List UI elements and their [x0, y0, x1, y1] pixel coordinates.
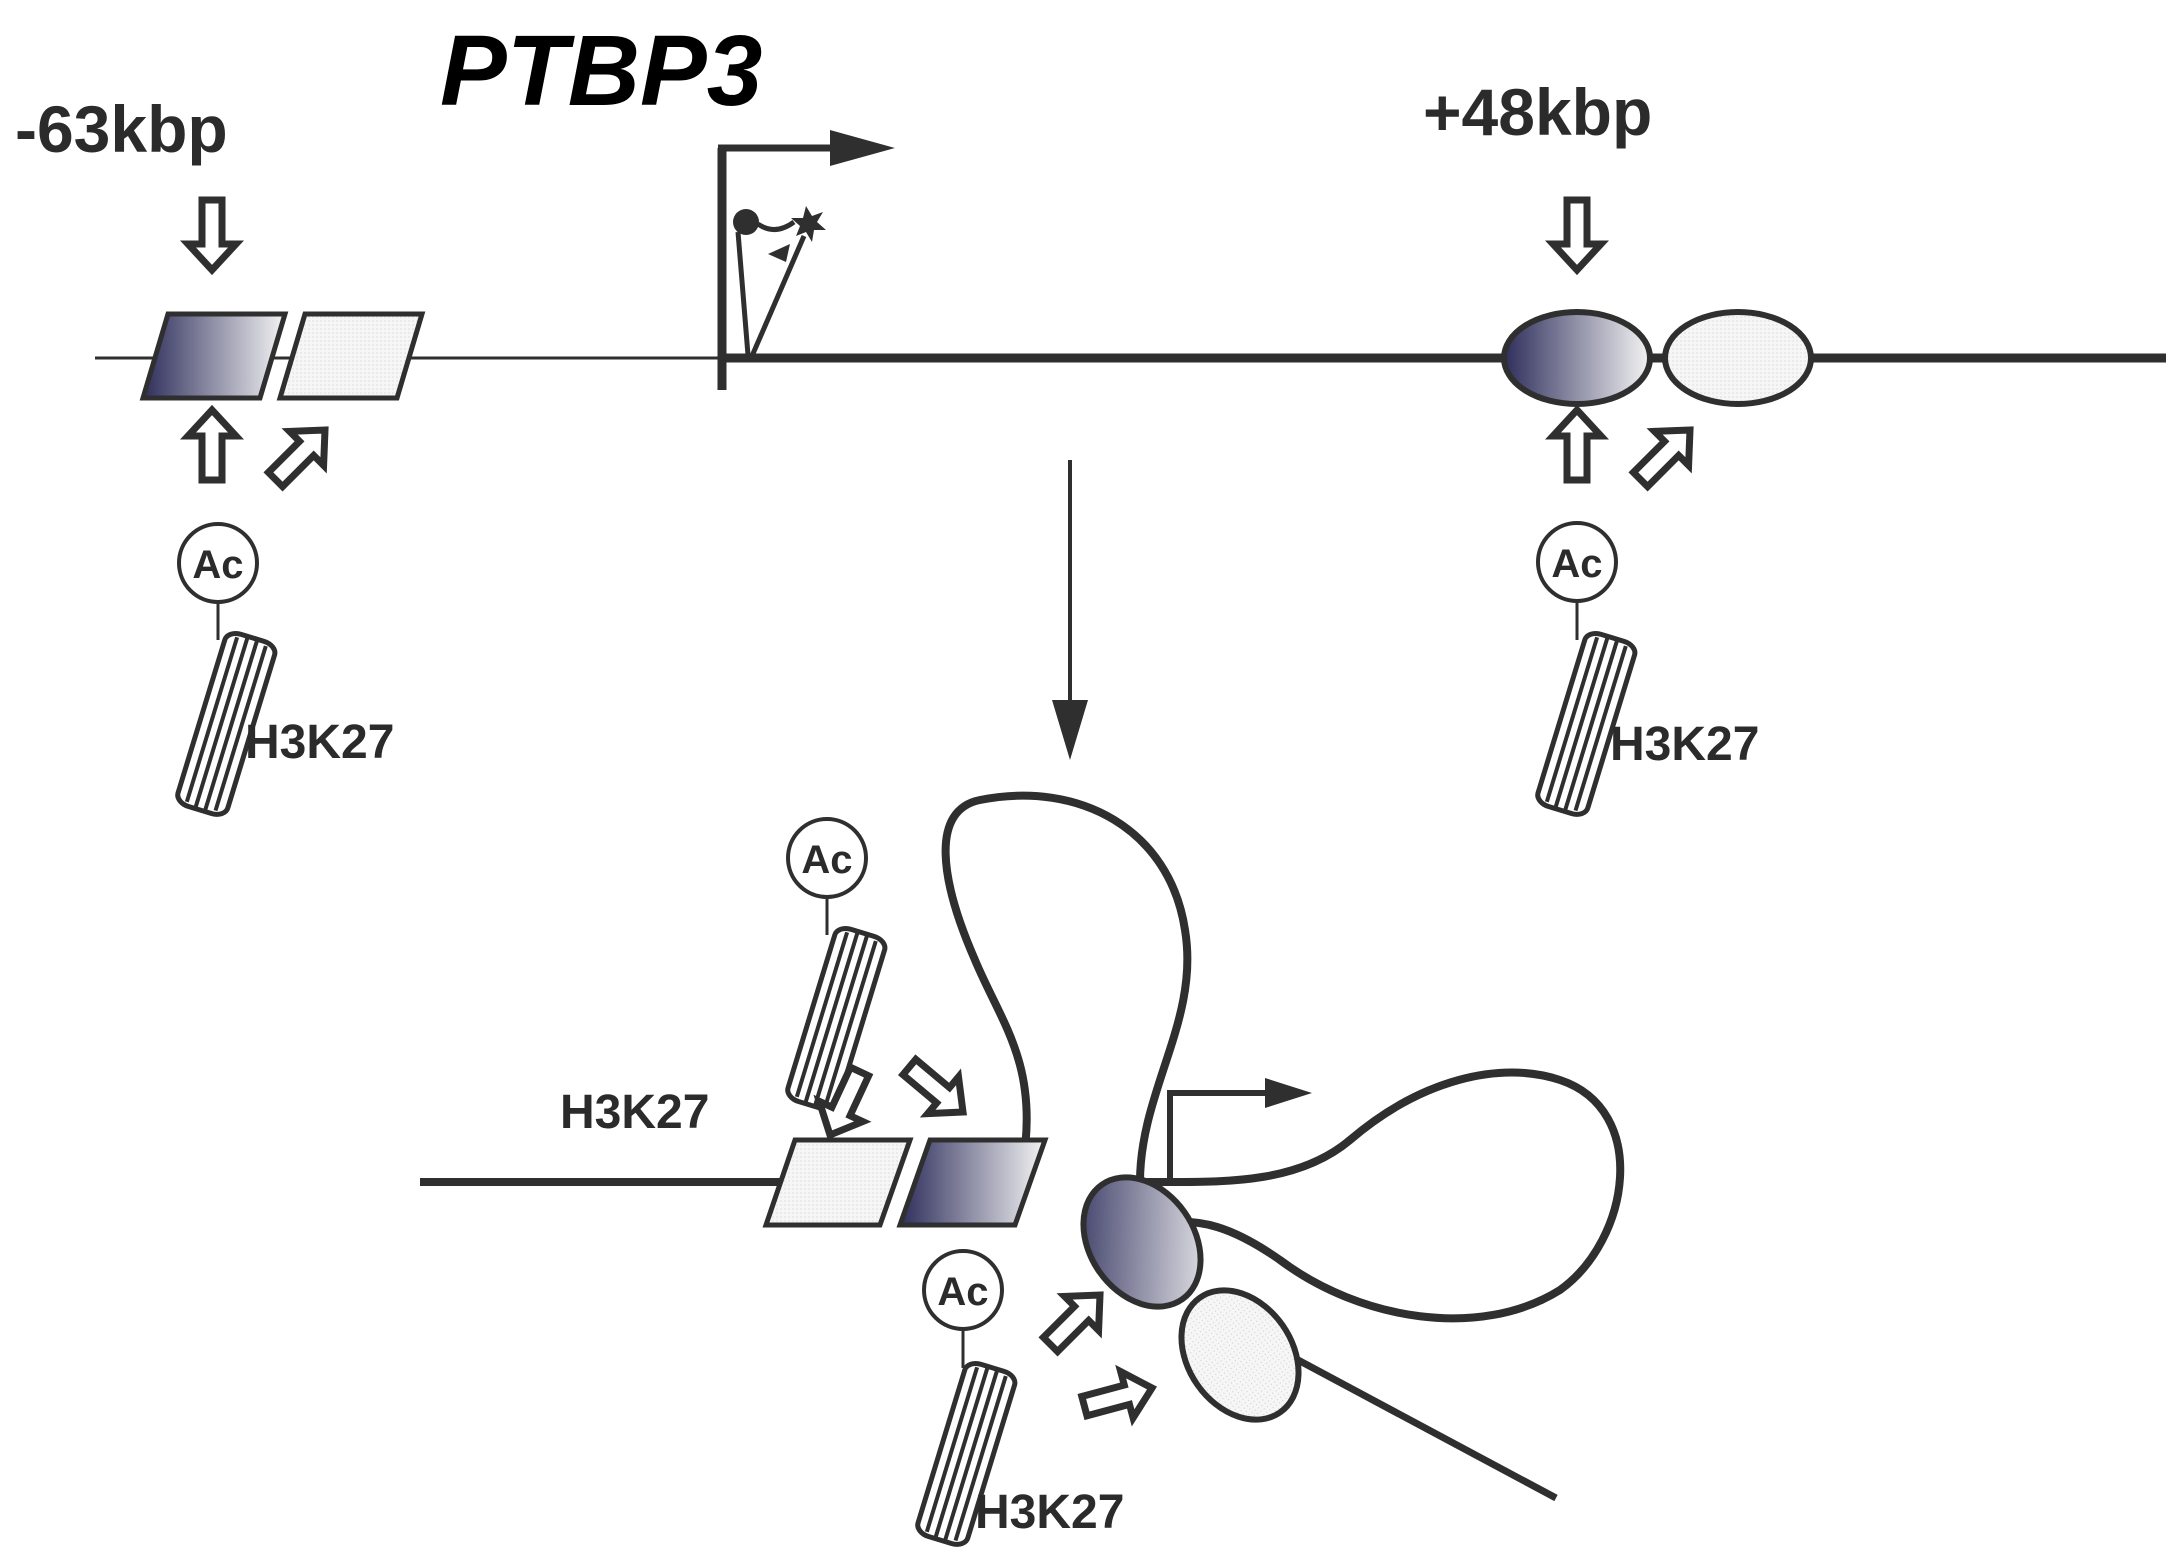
transition-arrow-icon	[1052, 460, 1088, 760]
looped-enhancer-dark	[1080, 1174, 1204, 1310]
histone-mark-label: H3K27	[975, 1486, 1124, 1539]
transcription-start-arrow-icon	[717, 130, 895, 390]
hollow-arrow-icon	[1078, 1365, 1158, 1429]
acetyl-label: Ac	[1551, 542, 1602, 586]
upstream-enhancer-dark	[139, 311, 289, 401]
hollow-arrow-icon	[188, 410, 236, 480]
acetyl-circle-icon: Ac	[1536, 521, 1618, 603]
histone-icon	[785, 925, 887, 1112]
acetyl-label: Ac	[937, 1270, 988, 1314]
looped-enhancer-dark	[896, 1137, 1049, 1228]
transcription-start-arrow-icon	[1167, 1078, 1312, 1185]
hollow-arrow-icon	[1034, 1278, 1117, 1361]
upstream-enhancer-light	[276, 311, 426, 401]
downstream-enhancer-dark	[1501, 309, 1653, 407]
chromatin-loop	[420, 791, 1625, 1502]
hollow-arrow-icon	[1624, 413, 1707, 496]
hollow-arrow-icon	[894, 1049, 978, 1131]
histone-mark-label: H3K27	[560, 1086, 709, 1139]
acetyl-circle-icon: Ac	[922, 1249, 1004, 1331]
upstream-distance-label: -63kbp	[15, 92, 228, 166]
promoter-factor-icon	[733, 206, 826, 357]
acetyl-label: Ac	[192, 543, 243, 587]
acetyl-circle-icon: Ac	[786, 817, 868, 899]
acetyl-label: Ac	[801, 838, 852, 882]
gene-title: PTBP3	[440, 15, 762, 127]
histone-mark-label: H3K27	[1610, 718, 1759, 771]
hollow-arrow-icon	[188, 200, 236, 270]
hollow-arrow-icon	[1553, 200, 1601, 270]
histone-mark-label: H3K27	[245, 716, 394, 769]
downstream-enhancer-light	[1662, 309, 1814, 407]
hollow-arrow-icon	[1553, 410, 1601, 480]
downstream-distance-label: +48kbp	[1423, 75, 1652, 149]
looped-enhancer-light	[1178, 1287, 1302, 1423]
looped-enhancer-light	[762, 1137, 914, 1228]
acetyl-circle-icon: Ac	[177, 522, 259, 604]
hollow-arrow-icon	[259, 413, 342, 496]
